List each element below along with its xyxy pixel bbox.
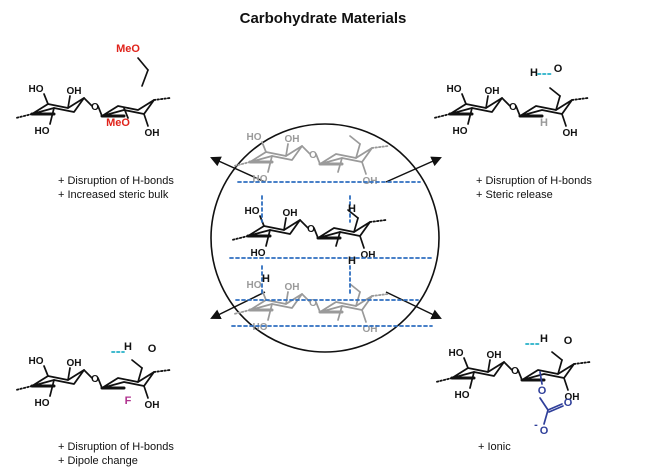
arrow-top-left (210, 156, 266, 183)
pyranose-ring (101, 99, 155, 117)
pyranose-ring (449, 97, 503, 115)
atom-label: OH (145, 400, 160, 411)
atom-label: OH (283, 208, 298, 219)
atom-label: O (91, 102, 99, 113)
pyranose-ring (31, 97, 85, 115)
pyranose-ring (451, 361, 505, 379)
pyranose-ring (249, 145, 303, 163)
atom-label: HO (253, 174, 268, 185)
methoxy-label: MeO (116, 43, 140, 55)
caption-top-right: + Disruption of H-bonds + Steric release (476, 174, 592, 202)
atom-label: O (309, 150, 317, 161)
caption-bottom-left: + Disruption of H-bonds + Dipole change (58, 440, 174, 468)
pyranose-ring (319, 295, 373, 313)
atom-label: O (148, 343, 157, 355)
atom-label: H (124, 341, 132, 353)
atom-label: HO (247, 280, 262, 291)
caption-line: + Disruption of H-bonds (476, 175, 592, 187)
atom-label: OH (563, 128, 578, 139)
atom-label: HO (247, 132, 262, 143)
atom-label: HO (35, 398, 50, 409)
pyranose-ring (101, 371, 155, 389)
atom-label: HO (35, 126, 50, 137)
atom-label: HO (29, 356, 44, 367)
atom-label: HO (245, 206, 260, 217)
center-circle (210, 123, 440, 353)
charge-label: - (534, 419, 538, 431)
atom-label: O (309, 298, 317, 309)
atom-label: OH (363, 324, 378, 335)
atom-label: OH (145, 128, 160, 139)
pyranose-ring (521, 363, 575, 381)
atom-label: OH (565, 392, 580, 403)
caption-line: + Ionic (478, 441, 511, 453)
caption-line: + Disruption of H-bonds (58, 175, 174, 187)
atom-label: O (554, 63, 563, 75)
atom-label: OH (361, 250, 376, 261)
hydrogen-label: H (540, 117, 548, 129)
atom-label: HO (455, 390, 470, 401)
atom-label: HO (449, 348, 464, 359)
methoxy-label: MeO (106, 117, 130, 129)
atom-label: H (348, 203, 356, 215)
molecule-top-left: O HO OH HO OH MeO MeO (15, 43, 171, 139)
atom-label: OH (285, 134, 300, 145)
atom-label: HO (453, 126, 468, 137)
pyranose-ring (519, 99, 573, 117)
pyranose-ring (249, 293, 303, 311)
pyranose-ring (317, 221, 371, 239)
caption-top-left: + Disruption of H-bonds + Increased ster… (58, 174, 174, 202)
atom-label: H (540, 333, 548, 345)
atom-label: OH (67, 358, 82, 369)
atom-label: HO (251, 248, 266, 259)
atom-label: H (348, 255, 356, 267)
atom-label: O (564, 335, 573, 347)
atom-label: H (262, 273, 270, 285)
caption-line: + Steric release (476, 189, 553, 201)
atom-label: HO (447, 84, 462, 95)
atom-label: O (511, 366, 519, 377)
atom-label: O (307, 224, 315, 235)
cellulose-sheet: OHOOHHOOHOHOOHHOOHOHOOHHOOHHHH (229, 132, 433, 335)
atom-label: OH (285, 282, 300, 293)
arrow-bottom-right (385, 291, 442, 320)
pyranose-ring (319, 147, 373, 165)
pyranose-ring (31, 369, 85, 387)
caption-line: + Dipole change (58, 455, 138, 467)
carbonyl-oxygen-label: O (564, 397, 573, 409)
atom-label: HO (253, 322, 268, 333)
arrow-top-right (385, 156, 442, 183)
figure-title: Carbohydrate Materials (239, 10, 407, 27)
arrow-bottom-left (210, 291, 266, 320)
ether-oxygen-label: O (538, 385, 547, 397)
atom-label: O (509, 102, 517, 113)
fluorine-label: F (125, 395, 132, 407)
atom-label: OH (485, 86, 500, 97)
pyranose-ring (247, 219, 301, 237)
atom-label: O (91, 374, 99, 385)
atom-label: OH (487, 350, 502, 361)
caption-bottom-right: + Ionic (478, 440, 511, 454)
caption-line: + Increased steric bulk (58, 189, 169, 201)
atom-label: OH (67, 86, 82, 97)
atom-label: HO (29, 84, 44, 95)
caption-line: + Disruption of H-bonds (58, 441, 174, 453)
carboxylate-oxygen-label: O (540, 425, 549, 437)
atom-label: H (530, 67, 538, 79)
